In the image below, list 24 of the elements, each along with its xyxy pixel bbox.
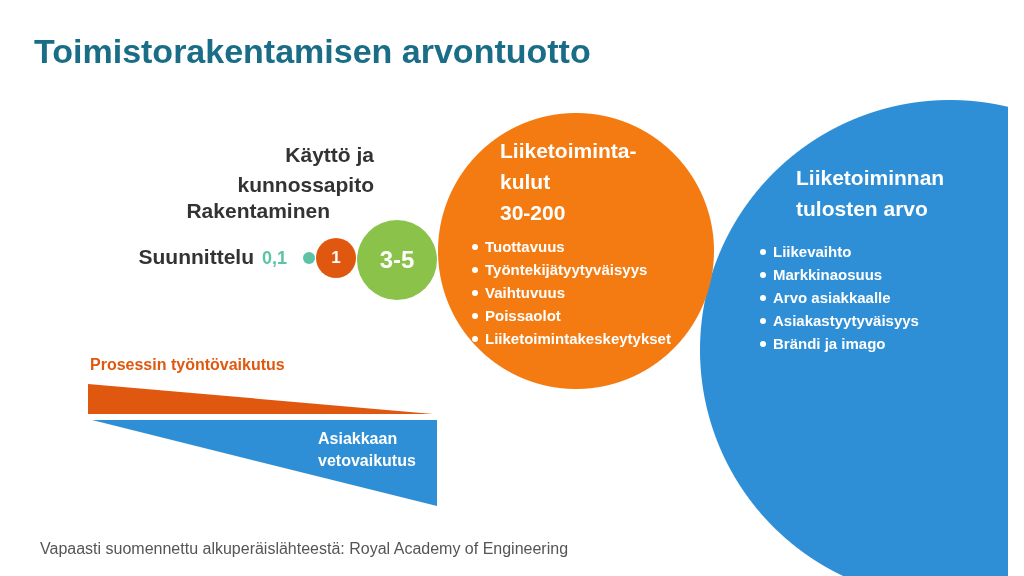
bullet-text: Tuottavuus (485, 237, 565, 257)
bullet-text: Liiketoimintakeskeytykset (485, 329, 671, 349)
circle-heading: Liiketoiminnan tulosten arvo (796, 165, 946, 222)
value-label: 0,1 (262, 248, 288, 269)
bullet-text: Vaihtuvuus (485, 283, 566, 303)
bullet-text: Poissaolot (485, 306, 561, 326)
bullet-text: Liikevaihto (773, 242, 852, 262)
bullet-text: Arvo asiakkaalle (773, 288, 891, 308)
bullet-text: Brändi ja imago (773, 334, 886, 354)
bullet-text: Asiakastyytyväisyys (773, 311, 919, 331)
bullet-text: Työntekijätyytyväisyys (485, 260, 648, 280)
value-circle: 3-5 (357, 220, 437, 300)
source-note: Vapaasti suomennettu alkuperäislähteestä: Royal Academy of Engineering (40, 540, 569, 558)
wedge-label: Asiakkaan vetovaikutus (318, 429, 417, 471)
wedge-label: Prosessin työntövaikutus (90, 356, 285, 374)
plain-label: Suunnittelu (138, 245, 254, 269)
dot-marker (303, 252, 315, 264)
circle-heading: Liiketoiminta-kulut (500, 138, 638, 195)
value-label: 30-200 (500, 201, 566, 225)
plain-label: Rakentaminen (186, 199, 330, 223)
value-circle: 1 (316, 238, 356, 278)
title: Toimistorakentamisen arvontuotto (34, 32, 591, 71)
bullet-text: Markkinaosuus (773, 265, 883, 285)
plain-label: Käyttö ja kunnossapito (236, 142, 374, 198)
